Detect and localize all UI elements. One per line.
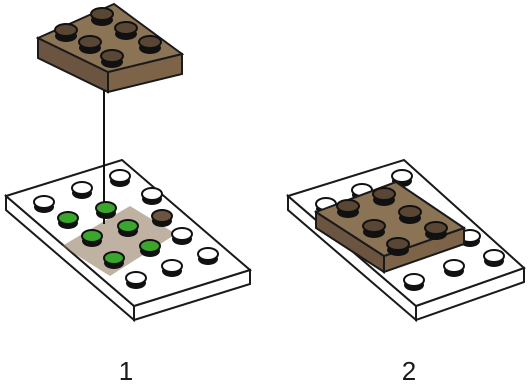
brown-plate-floating [35, 2, 185, 94]
step-number-2: 2 [401, 356, 417, 386]
step-1-illustration [3, 2, 253, 323]
step-number-1: 1 [118, 356, 134, 386]
step-2-illustration [285, 158, 526, 323]
base-plate-studs-step1 [33, 169, 219, 289]
brown-plate-studs [54, 7, 162, 68]
brown-plate-attached-studs [336, 187, 448, 256]
brown-plate-attached [313, 180, 467, 274]
